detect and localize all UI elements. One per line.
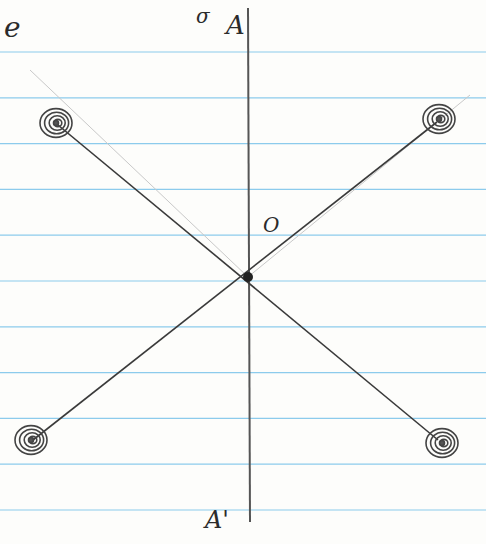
ruled-line xyxy=(0,97,486,98)
mass-spiral xyxy=(15,426,47,455)
mass-symbols xyxy=(15,105,458,458)
ruled-line xyxy=(0,51,486,52)
pivot-dot xyxy=(243,272,253,282)
letter-fragment: e xyxy=(4,14,21,42)
mass-spiral xyxy=(40,109,72,138)
ruled-lines xyxy=(0,52,486,510)
rod-lines xyxy=(33,8,438,522)
ruled-line xyxy=(0,280,486,281)
ruled-line xyxy=(0,189,486,190)
ruled-line xyxy=(0,326,486,327)
ruled-line xyxy=(0,509,486,510)
mass-spiral xyxy=(426,429,458,458)
construction-lines xyxy=(30,70,470,277)
axis-label: A' xyxy=(205,508,229,532)
ruled-line xyxy=(0,464,486,465)
ruled-line xyxy=(0,235,486,236)
ruled-line xyxy=(0,372,486,373)
symbol-label: σ xyxy=(196,6,210,26)
ruled-line xyxy=(0,143,486,144)
pivot-label: O xyxy=(263,215,279,235)
mass-spiral xyxy=(423,105,455,134)
axis-label: A xyxy=(226,12,245,38)
